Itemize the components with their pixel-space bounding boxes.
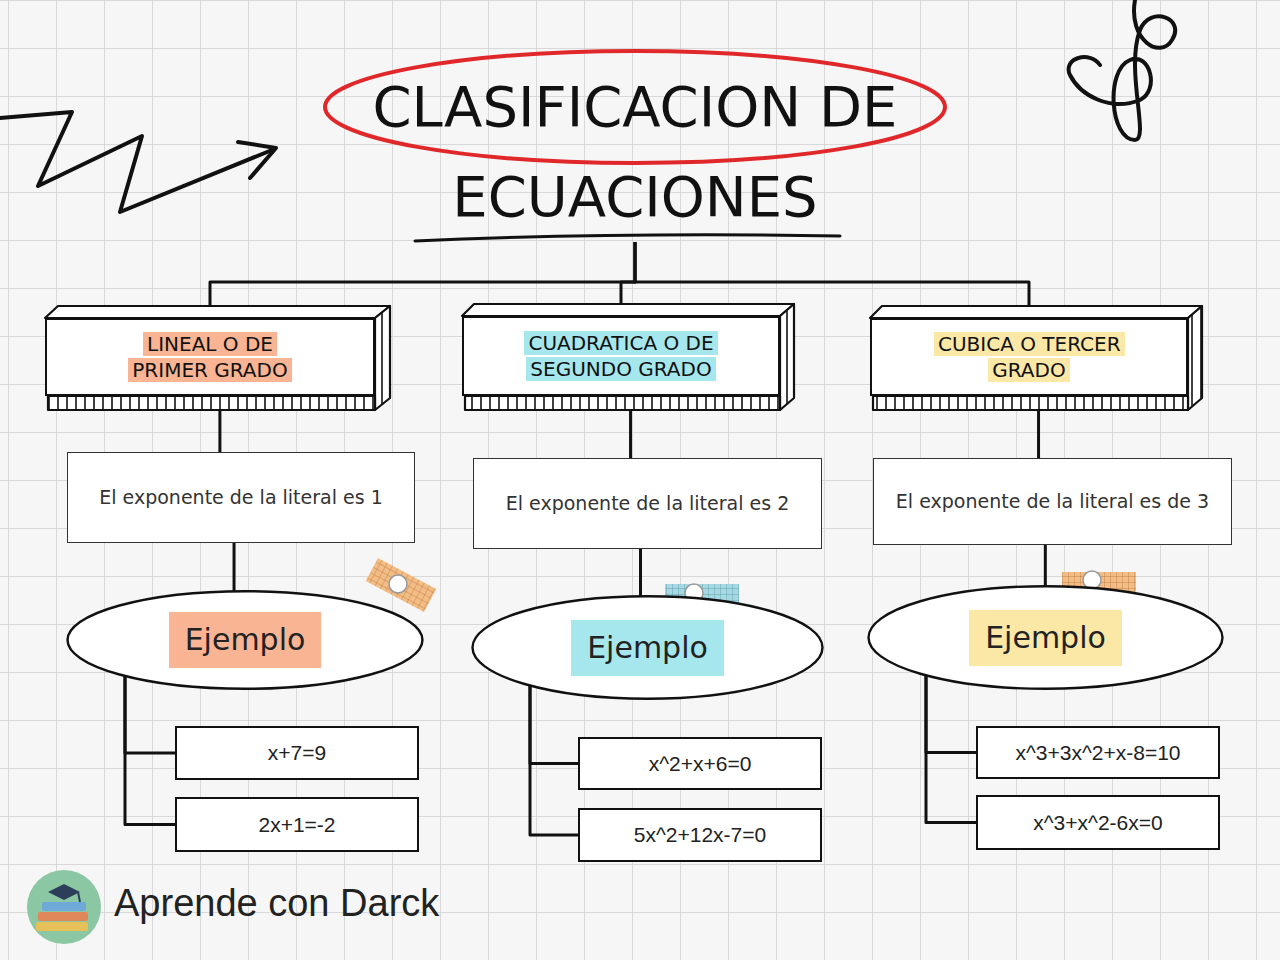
tree-connector: [629, 410, 632, 458]
tree-connector: [125, 676, 175, 825]
tree-connector: [1037, 410, 1040, 458]
description-text: El exponente de la literal es 2: [506, 488, 790, 519]
example-ellipse: Ejemplo: [65, 590, 425, 690]
logo-icon: [27, 870, 101, 944]
tree-connector: [530, 685, 578, 835]
category-title-box: LINEAL O DE PRIMER GRADO: [110, 331, 310, 383]
zigzag-arrow: [0, 112, 272, 212]
equation-box: x+7=9: [175, 726, 419, 780]
equation-text: 2x+1=-2: [258, 811, 335, 839]
equation-text: x^3+3x^2+x-8=10: [1015, 739, 1180, 767]
example-label: Ejemplo: [571, 620, 724, 676]
equation-box: 2x+1=-2: [175, 797, 419, 852]
category-title: CUBICA O TERCER GRADO: [934, 332, 1125, 382]
description-box: El exponente de la literal es 1: [67, 452, 415, 543]
category-title-box: CUADRATICA O DE SEGUNDO GRADO: [496, 330, 746, 382]
equation-text: x^3+x^2-6x=0: [1033, 809, 1162, 837]
tree-connector: [926, 675, 976, 752]
tree-connector: [1044, 545, 1047, 586]
tree-connector: [621, 242, 635, 304]
category-title: CUADRATICA O DE SEGUNDO GRADO: [524, 331, 717, 381]
example-label: Ejemplo: [169, 612, 322, 668]
equation-text: 5x^2+12x-7=0: [634, 821, 766, 849]
tree-connector: [639, 549, 642, 596]
example-ellipse: Ejemplo: [470, 595, 825, 700]
title-node: CLASIFICACION DE ECUACIONES: [335, 62, 935, 242]
description-box: El exponente de la literal es 2: [473, 458, 822, 549]
equation-text: x+7=9: [268, 739, 326, 767]
ellipse-shape: [869, 586, 1223, 688]
tree-connector: [530, 685, 578, 763]
equation-box: x^3+x^2-6x=0: [976, 795, 1220, 850]
example-ellipse: Ejemplo: [866, 585, 1225, 690]
tree-connector: [218, 410, 221, 452]
swirl: [1069, 0, 1176, 140]
diagram-title: CLASIFICACION DE ECUACIONES: [355, 62, 915, 242]
ellipse-shape: [68, 591, 423, 689]
description-text: El exponente de la literal es 1: [99, 482, 383, 513]
example-label: Ejemplo: [969, 610, 1122, 666]
equation-box: 5x^2+12x-7=0: [578, 808, 822, 862]
tree-connector: [233, 543, 236, 591]
brand-label: Aprende con Darck: [114, 878, 439, 928]
tree-connector: [635, 242, 1029, 306]
category-box: LINEAL O DE PRIMER GRADO: [45, 318, 375, 396]
ellipse-shape: [472, 596, 822, 698]
title-underline: [415, 235, 840, 241]
category-box: CUADRATICA O DE SEGUNDO GRADO: [462, 316, 780, 396]
equation-text: x^2+x+6=0: [649, 750, 752, 778]
equation-box: x^3+3x^2+x-8=10: [976, 726, 1220, 779]
box-depth: [45, 304, 1202, 410]
tree-connector: [210, 242, 635, 306]
arrow-head: [238, 142, 276, 178]
category-title-box: CUBICA O TERCER GRADO: [934, 331, 1124, 383]
description-text: El exponente de la literal es de 3: [896, 486, 1209, 517]
tree-connector: [926, 675, 976, 822]
tree-connector: [125, 676, 175, 753]
equation-box: x^2+x+6=0: [578, 737, 822, 790]
category-box: CUBICA O TERCER GRADO: [870, 318, 1188, 396]
description-box: El exponente de la literal es de 3: [873, 458, 1232, 545]
category-title: LINEAL O DE PRIMER GRADO: [128, 332, 291, 382]
